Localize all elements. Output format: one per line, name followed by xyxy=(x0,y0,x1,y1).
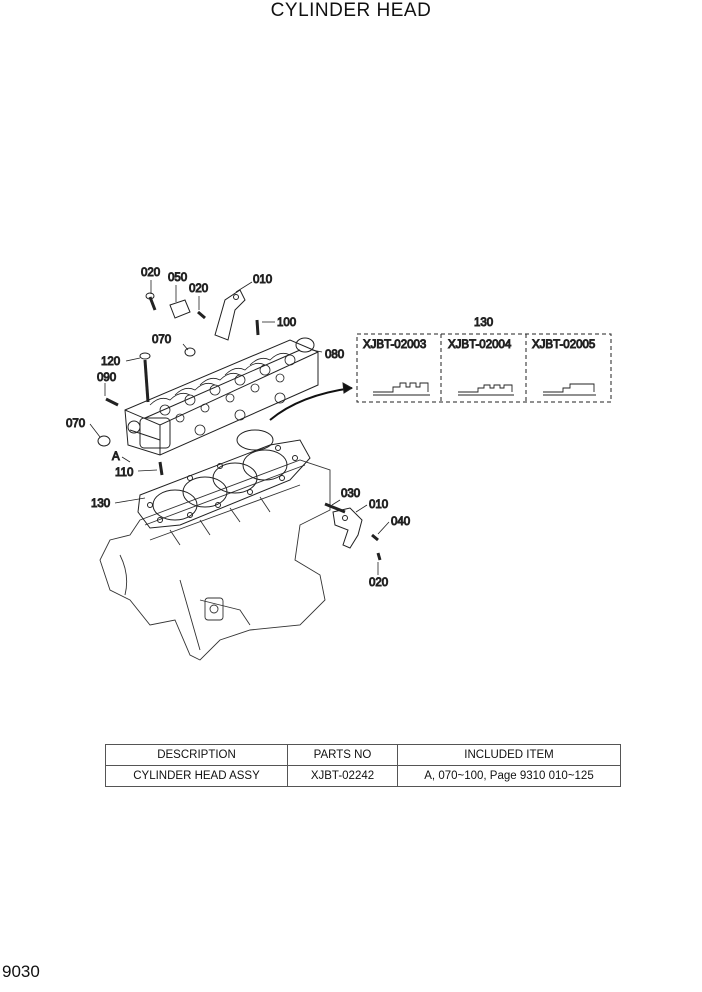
callout-050: 050 xyxy=(168,272,187,284)
gasket-pointer-arrow xyxy=(269,387,353,421)
callout-020-top: 020 xyxy=(141,267,160,279)
head-gasket-drawing xyxy=(137,429,311,529)
header-parts-no: PARTS NO xyxy=(287,744,398,766)
option-box-label: 130 xyxy=(474,317,493,329)
callout-070-left: 070 xyxy=(66,418,85,430)
cell-included-item: A, 070~100, Page 9310 010~125 xyxy=(397,765,621,787)
engine-block-drawing xyxy=(99,459,331,661)
parts-table: DESCRIPTION PARTS NO INCLUDED ITEM CYLIN… xyxy=(105,744,621,787)
gasket-pointer-arrowhead xyxy=(342,382,353,394)
callout-020-mid: 020 xyxy=(189,283,208,295)
page-number: 9030 xyxy=(2,962,40,981)
gasket-profile-1 xyxy=(373,382,430,396)
callout-a: A xyxy=(112,451,120,463)
brackets-drawing xyxy=(169,289,363,549)
callout-130-left: 130 xyxy=(91,498,110,510)
cell-parts-no: XJBT-02242 xyxy=(287,765,398,787)
option-part-number-2: XJBT-02004 xyxy=(448,339,512,351)
parts-table-header-row: DESCRIPTION PARTS NO INCLUDED ITEM xyxy=(105,744,621,766)
fasteners-drawing xyxy=(97,292,382,561)
table-row: CYLINDER HEAD ASSY XJBT-02242 A, 070~100… xyxy=(105,765,621,787)
callout-010-bottom: 010 xyxy=(369,499,388,511)
header-included-item: INCLUDED ITEM xyxy=(397,744,621,766)
option-part-number-3: XJBT-02005 xyxy=(532,339,595,351)
cell-description: CYLINDER HEAD ASSY xyxy=(105,765,288,787)
gasket-profile-2 xyxy=(458,384,514,396)
page-title: CYLINDER HEAD xyxy=(270,0,432,21)
callout-110: 110 xyxy=(115,467,133,479)
callout-020-bottom: 020 xyxy=(369,577,388,589)
gasket-profile-3 xyxy=(543,383,596,396)
callout-040: 040 xyxy=(391,516,410,528)
cylinder-head-drawing xyxy=(124,339,319,456)
callout-070-top: 070 xyxy=(152,334,171,346)
callout-030: 030 xyxy=(341,488,360,500)
gasket-option-box xyxy=(356,333,612,403)
leader-lines xyxy=(89,280,390,575)
callout-120: 120 xyxy=(101,356,120,368)
callout-090: 090 xyxy=(97,372,116,384)
callout-100: 100 xyxy=(277,317,296,329)
callout-080: 080 xyxy=(325,349,344,361)
option-part-number-1: XJBT-02003 xyxy=(363,339,426,351)
callout-010-top: 010 xyxy=(253,274,272,286)
header-description: DESCRIPTION xyxy=(105,744,288,766)
